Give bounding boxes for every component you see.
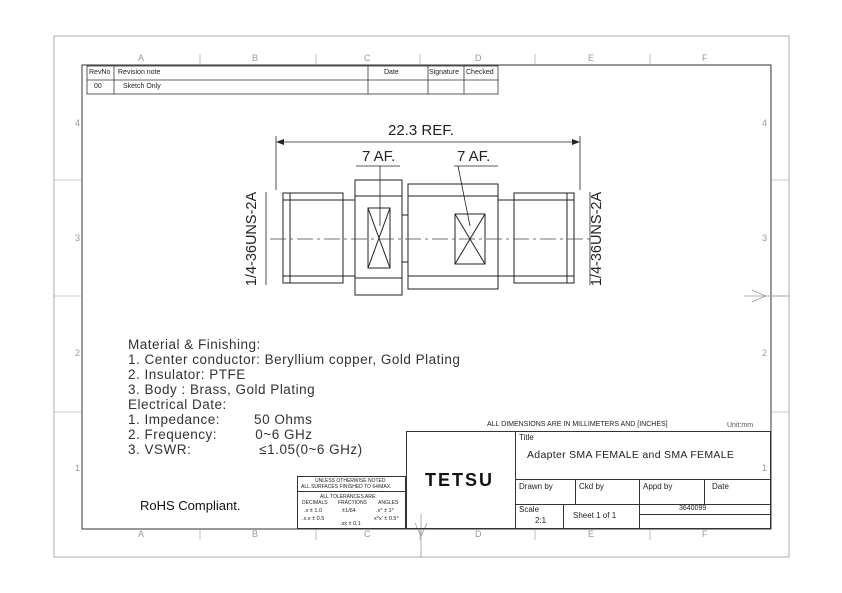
- note-line-3: 2. Insulator: PTFE: [128, 367, 246, 382]
- drawn-by-label: Drawn by: [519, 482, 553, 491]
- tolerance-divider: [298, 491, 405, 492]
- tolerance-block: UNLESS OTHERWISE NOTED ALL SURFACES FINI…: [297, 476, 406, 529]
- row-label-1-left: 1: [75, 463, 81, 473]
- thread-right-label: 1/4-36UNS-2A: [589, 191, 605, 287]
- col-label-b-top: B: [252, 53, 259, 63]
- date-cell: Date: [704, 479, 770, 504]
- tol-r1-angles: .x° ± 1°: [376, 508, 394, 514]
- overall-dimension-label: 22.3 REF.: [388, 122, 454, 139]
- col-label-a-top: A: [138, 53, 145, 63]
- appd-by-label: Appd by: [643, 482, 673, 491]
- rev-row-revno: 00: [94, 83, 102, 90]
- tol-r2-decimals: .x.x ± 0.5: [302, 516, 325, 522]
- note-line-1: Material & Finishing:: [128, 337, 261, 352]
- tol-r2-angles: x°x' ± 0.5°: [374, 516, 399, 522]
- tol-r2-fractions: .xx ± 0.1: [340, 521, 361, 527]
- col-label-f-bottom: F: [702, 529, 708, 539]
- company-cell: TETSU: [407, 432, 516, 528]
- rev-header-signature: Signature: [429, 69, 459, 76]
- rev-header-date: Date: [384, 69, 399, 76]
- col-label-c-top: C: [364, 53, 371, 63]
- hex-right-label: 7 AF.: [457, 148, 491, 165]
- row-label-2-left: 2: [75, 348, 81, 358]
- rohs-label: RoHS Compliant.: [140, 498, 241, 513]
- drawing-title: Adapter SMA FEMALE and SMA FEMALE: [527, 449, 735, 461]
- col-label-f-top: F: [702, 53, 708, 63]
- sheet-cell: Sheet 1 of 1: [563, 504, 640, 528]
- scale-cell: Scale 2:1: [515, 504, 564, 528]
- hex-left-label: 7 AF.: [362, 148, 396, 165]
- row-label-3-right: 3: [762, 233, 768, 243]
- rev-header-note: Revision note: [118, 69, 161, 76]
- date-label: Date: [712, 482, 729, 491]
- tol-r1-fractions: ±1/64: [342, 508, 356, 514]
- signoff-row: Drawn by Ckd by Appd by Date: [515, 479, 770, 505]
- col-label-a-bottom: A: [138, 529, 145, 539]
- tolerance-line-3: ALL TOLERANCES ARE:: [320, 494, 377, 500]
- col-label-d-top: D: [475, 53, 482, 63]
- sheet-label: Sheet 1 of 1: [573, 511, 617, 520]
- drawn-by-cell: Drawn by: [515, 479, 576, 504]
- col-label-e-bottom: E: [588, 529, 595, 539]
- note-line-7: 2. Frequency: 0~6 GHz: [128, 427, 313, 442]
- ckd-by-label: Ckd by: [579, 482, 604, 491]
- tolerance-line-1: UNLESS OTHERWISE NOTED: [315, 478, 386, 484]
- tol-header-angles: ANGLES: [378, 500, 399, 506]
- row-label-2-right: 2: [762, 348, 768, 358]
- note-line-8: 3. VSWR: ≤1.05(0~6 GHz): [128, 442, 363, 457]
- inner-frame: [81, 64, 772, 530]
- rev-row-note: Sketch Only: [123, 83, 161, 90]
- note-line-4: 3. Body : Brass, Gold Plating: [128, 382, 316, 397]
- col-label-c-bottom: C: [364, 529, 371, 539]
- title-label: Title: [519, 433, 534, 442]
- row-label-1-right: 1: [762, 463, 768, 473]
- company-logo: TETSU: [425, 470, 495, 490]
- part-number: 3640099: [679, 505, 707, 512]
- note-line-5: Electrical Date:: [128, 397, 227, 412]
- tol-header-decimals: DECIMALS: [302, 500, 328, 506]
- outer-frame: [53, 35, 790, 558]
- tol-header-fractions: FRACTIONS: [338, 500, 367, 506]
- part-number-cell: 3640099: [639, 504, 770, 515]
- dimension-lines: [265, 136, 591, 285]
- centering-mark-right: [744, 289, 789, 303]
- scale-label: Scale: [519, 505, 540, 514]
- title-block: TETSU Title Adapter SMA FEMALE and SMA F…: [406, 431, 771, 529]
- unit-label: Unit:mm: [727, 422, 754, 429]
- note-line-6: 1. Impedance: 50 Ohms: [128, 412, 313, 427]
- row-label-3-left: 3: [75, 233, 81, 243]
- centering-mark-bottom: [414, 514, 428, 557]
- tol-r1-decimals: .x ± 1.0: [304, 508, 322, 514]
- col-label-d-bottom: D: [475, 529, 482, 539]
- scale-row: Scale 2:1 Sheet 1 of 1 3640099: [515, 504, 770, 528]
- rev-header-revno: RevNo: [89, 69, 111, 76]
- adapter-drawing: [282, 179, 575, 296]
- tolerance-line-2: ALL SURFACES FINISHED TO 64/MAX.: [301, 484, 392, 490]
- title-cell: Title Adapter SMA FEMALE and SMA FEMALE: [515, 432, 770, 480]
- row-label-4-right: 4: [762, 118, 768, 128]
- col-label-b-bottom: B: [252, 529, 259, 539]
- thread-left-label: 1/4-36UNS-2A: [244, 191, 260, 287]
- rev-header-checked: Checked: [466, 69, 494, 76]
- dimensions-note: ALL DIMENSIONS ARE IN MILLIMETERS AND [I…: [487, 421, 668, 428]
- scale-value: 2:1: [535, 516, 547, 525]
- col-label-e-top: E: [588, 53, 595, 63]
- revision-table-grid: [86, 65, 499, 95]
- appd-by-cell: Appd by: [639, 479, 705, 504]
- row-label-4-left: 4: [75, 118, 81, 128]
- ckd-by-cell: Ckd by: [575, 479, 640, 504]
- note-line-2: 1. Center conductor: Beryllium copper, G…: [128, 352, 461, 367]
